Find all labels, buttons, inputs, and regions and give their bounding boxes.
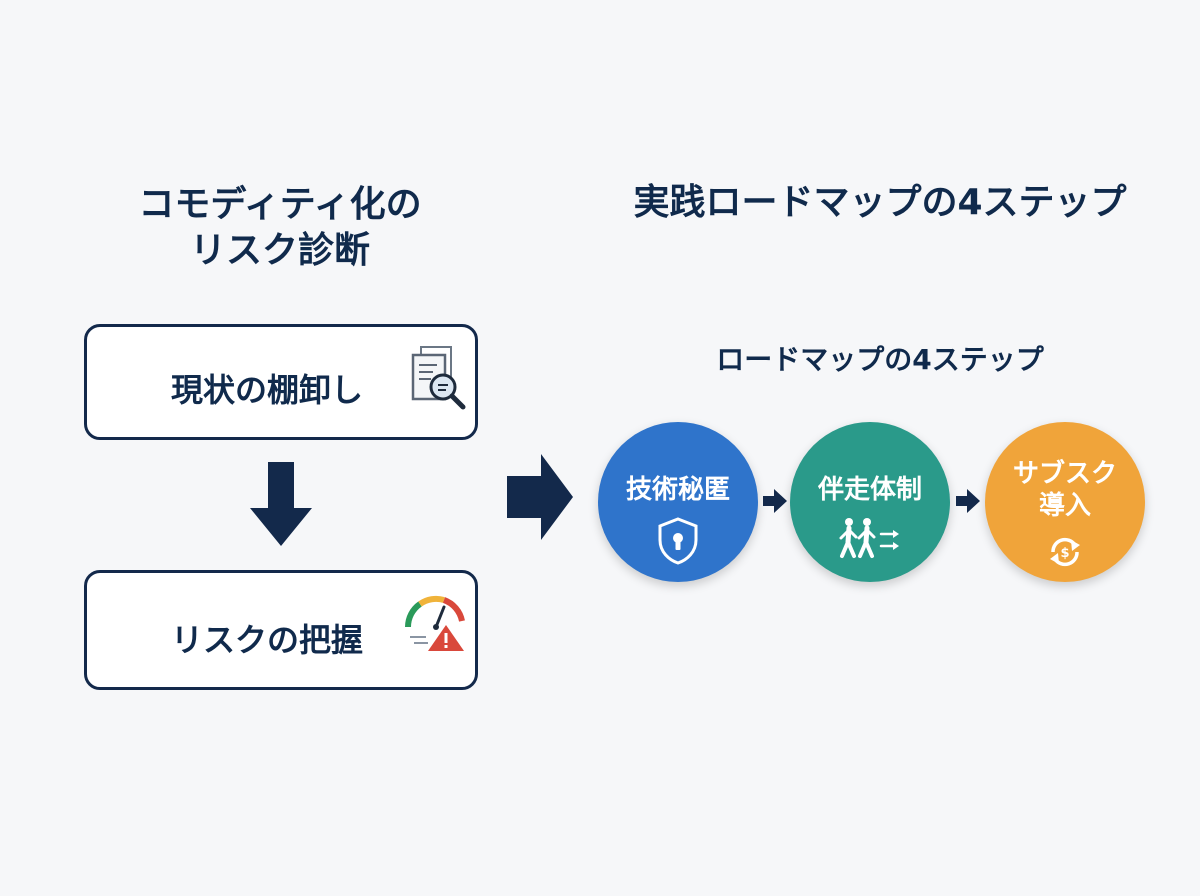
left-title-line1: コモディティ化の [138, 184, 422, 225]
step-arrow-2-icon [956, 489, 980, 513]
left-title: コモディティ化の リスク診断 [100, 182, 460, 274]
current-inventory-label: 現状の棚卸し [171, 371, 364, 409]
document-search-icon [411, 346, 466, 410]
refresh-cycle-icon: $ [1050, 537, 1080, 567]
step-subscription-introduction: サブスク 導入 $ [985, 422, 1145, 582]
step-arrow-1-icon [763, 489, 787, 513]
shield-lock-icon [658, 517, 698, 565]
roadmap-title: 実践ロードマップの4ステップ [633, 182, 1127, 223]
walking-people-icon [839, 518, 899, 558]
step-support-system: 伴走体制 [790, 422, 950, 582]
step-1-label: 技術秘匿 [625, 475, 730, 505]
roadmap-subtitle: ロードマップの4ステップ [716, 343, 1044, 376]
down-arrow-icon [250, 462, 312, 546]
risk-assessment-label: リスクの把握 [171, 621, 364, 659]
step-3-label: サブスク 導入 [1012, 459, 1117, 521]
risk-assessment-box: リスクの把握 [84, 570, 478, 690]
current-inventory-box: 現状の棚卸し [84, 324, 478, 440]
svg-text:$: $ [1060, 546, 1069, 561]
step-technology-secrecy: 技術秘匿 [598, 422, 758, 582]
left-title-line2: リスク診断 [189, 230, 370, 271]
step-2-label: 伴走体制 [817, 475, 922, 505]
right-arrow-icon [507, 454, 573, 540]
gauge-warning-icon [404, 595, 465, 651]
